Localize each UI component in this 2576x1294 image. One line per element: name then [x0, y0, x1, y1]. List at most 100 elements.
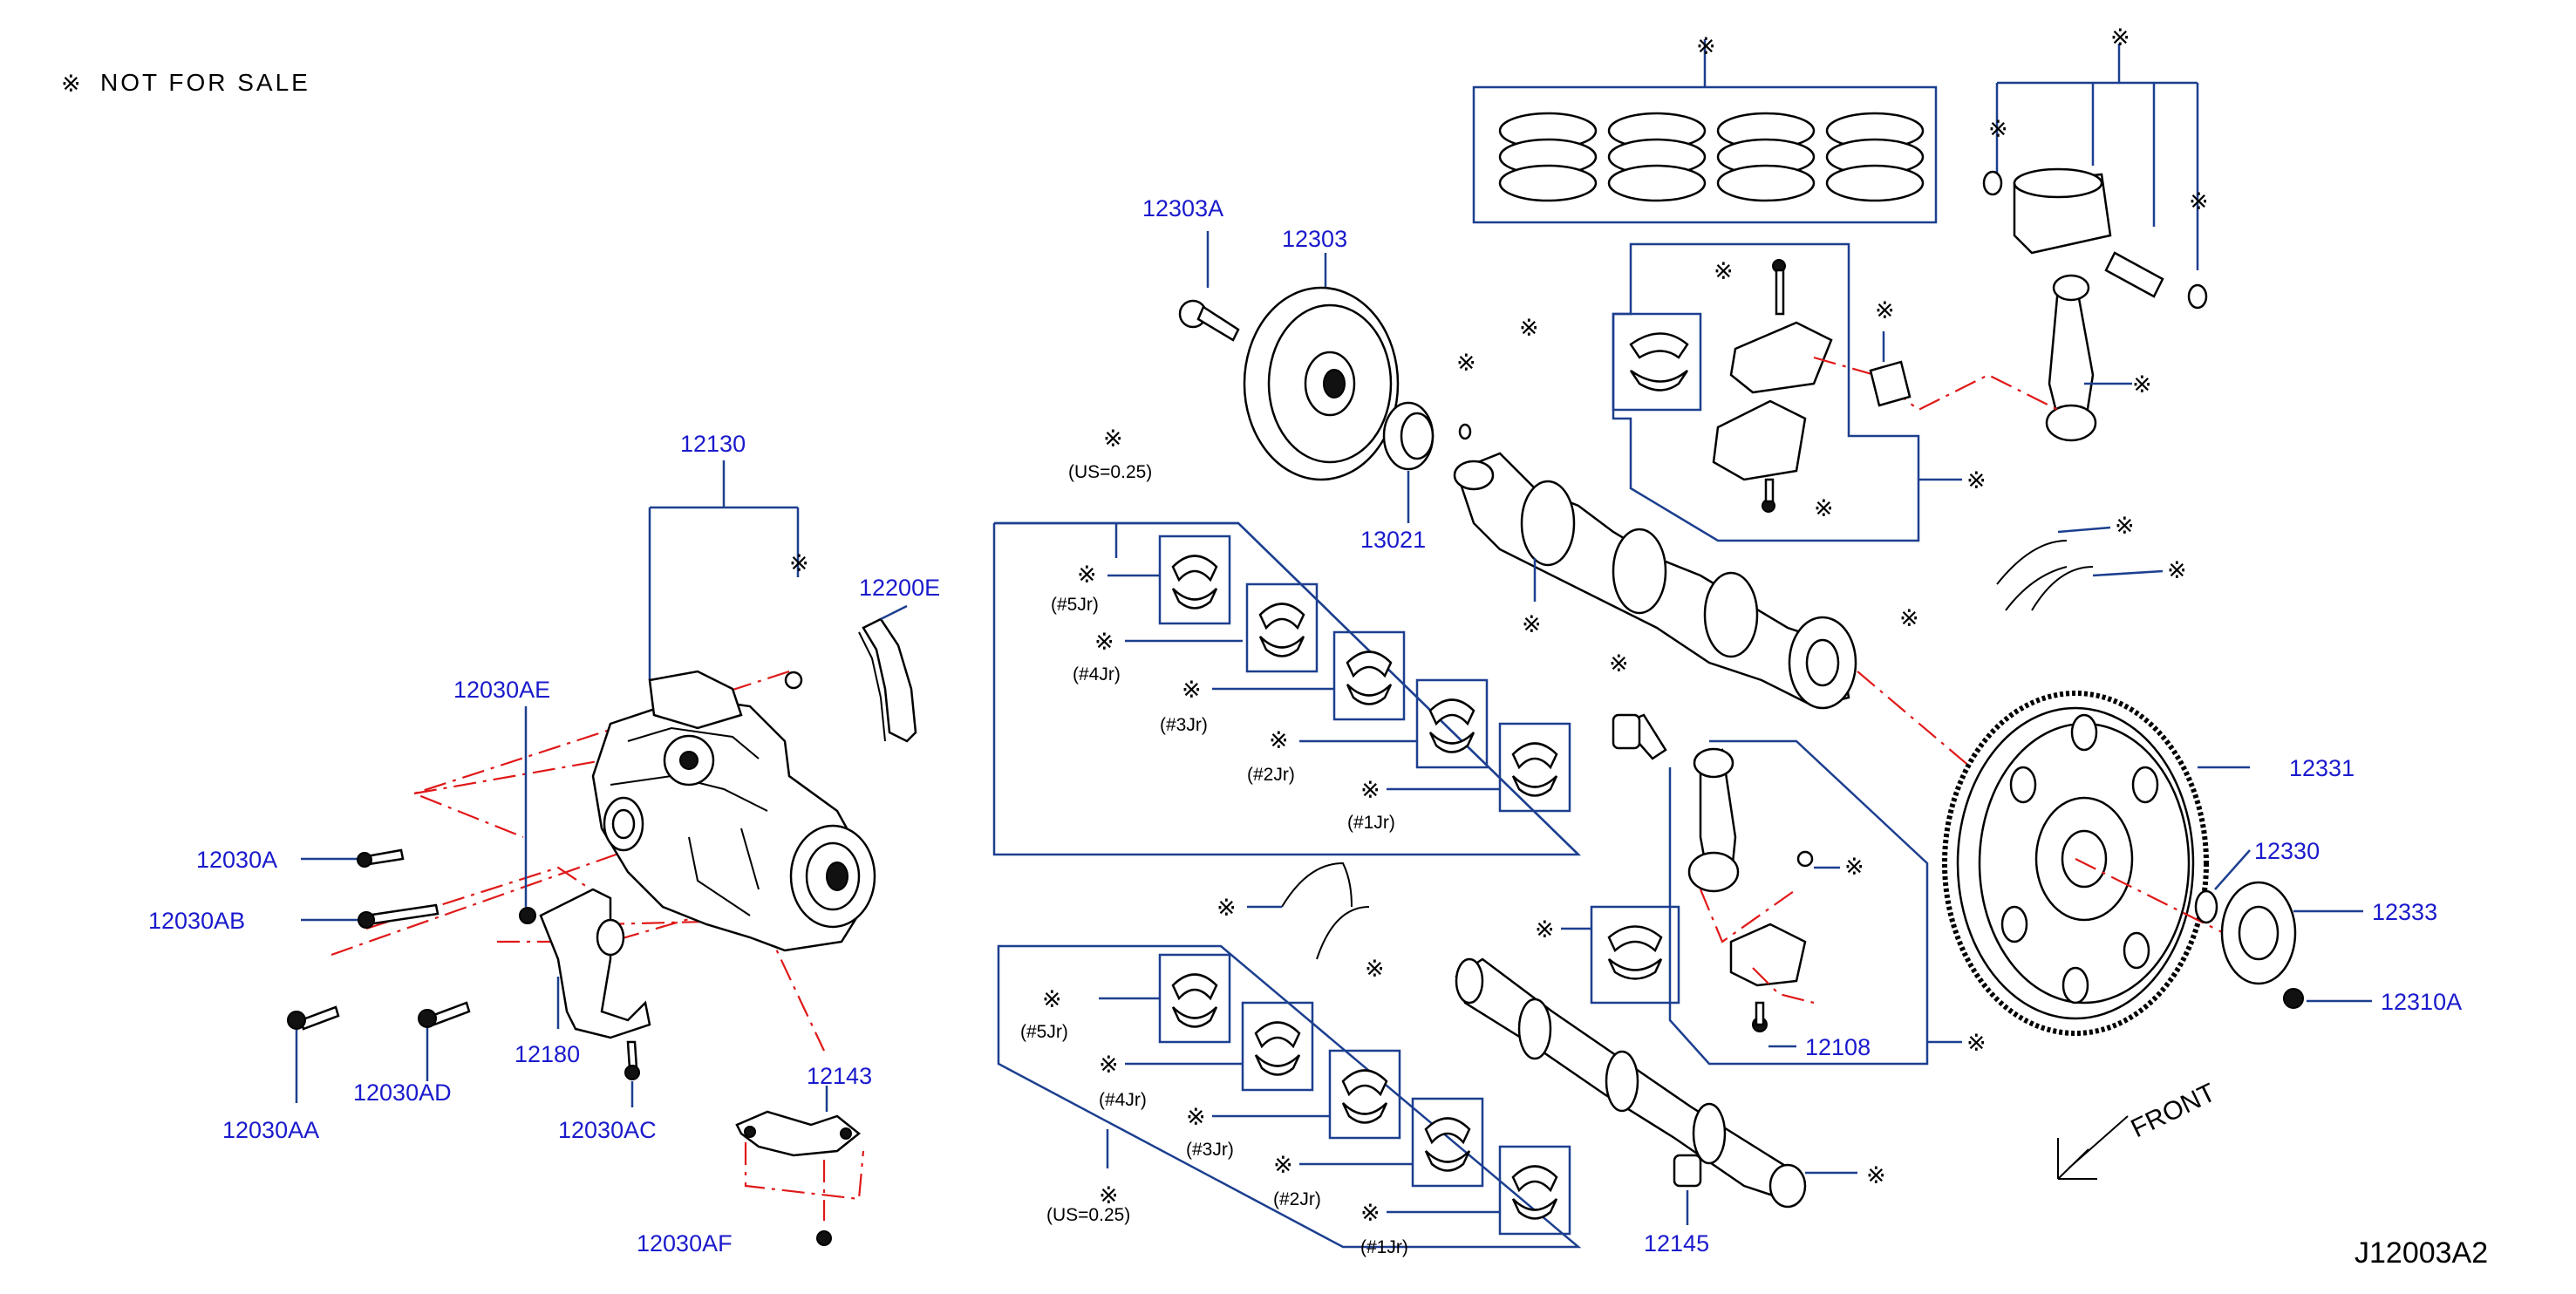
upper-jr5-label: (#5Jr) — [1051, 595, 1099, 615]
label-12030ad: 12030AD — [353, 1079, 452, 1106]
bearing-lower-1jr — [1387, 1145, 1571, 1236]
nfs-mark-lower-jr5: ※ — [1042, 986, 1062, 1013]
lower-jr5-label: (#5Jr) — [1020, 1022, 1068, 1042]
piston-assembly — [1982, 44, 2208, 442]
not-for-sale-mark: ※ — [61, 71, 81, 98]
label-12030ac: 12030AC — [558, 1117, 657, 1143]
nfs-mark-cap-bolt-lower: ※ — [1814, 495, 1834, 522]
nfs-mark-upper-bearing-set: ※ — [1103, 426, 1123, 453]
nfs-mark-crank-plug: ※ — [1899, 605, 1919, 632]
nfs-mark-crankshaft: ※ — [1522, 611, 1542, 638]
upper-jr4-label: (#4Jr) — [1073, 664, 1121, 684]
drive-plate-12331 — [1942, 691, 2250, 1036]
nfs-mark-lower-jr4: ※ — [1099, 1052, 1119, 1079]
label-12030af: 12030AF — [637, 1230, 733, 1257]
nfs-mark-dowel: ※ — [1844, 854, 1864, 881]
label-12143: 12143 — [807, 1063, 872, 1089]
label-12333: 12333 — [2372, 899, 2437, 925]
bearing-lower-5jr — [1099, 953, 1231, 1044]
bolt-12030aa — [287, 1005, 340, 1103]
bearing-upper-2jr — [1299, 678, 1489, 769]
label-12130: 12130 — [680, 431, 746, 457]
label-13021: 13021 — [1360, 527, 1426, 553]
bolt-12030ab — [301, 903, 440, 929]
bearing-upper-1jr — [1387, 722, 1571, 813]
nfs-mark-rings: ※ — [1696, 33, 1716, 60]
lower-jr4-label: (#4Jr) — [1099, 1090, 1147, 1110]
nfs-mark-piston-pin: ※ — [2189, 188, 2209, 215]
label-12330: 12330 — [2254, 838, 2320, 864]
label-12310a: 12310A — [2381, 989, 2462, 1015]
upper-jr1-label: (#1Jr) — [1347, 813, 1395, 833]
main-bearing-set-upper — [992, 521, 1582, 856]
diagram-id: J12003A2 — [2355, 1236, 2488, 1270]
label-12030a: 12030A — [196, 847, 277, 873]
nfs-mark-camshaft: ※ — [1866, 1162, 1886, 1189]
label-12108: 12108 — [1805, 1034, 1871, 1060]
crankshaft — [1453, 452, 1972, 768]
nfs-mark-bushing: ※ — [1875, 297, 1895, 324]
sprocket-13021 — [1382, 401, 1435, 523]
upper-jr2-label: (#2Jr) — [1247, 765, 1295, 785]
thrust-washers-upper — [1996, 526, 2164, 611]
lower-jr3-label: (#3Jr) — [1186, 1140, 1234, 1160]
nfs-mark-thrust-1: ※ — [2115, 513, 2135, 540]
bearing-lower-2jr — [1299, 1097, 1484, 1188]
bearing-upper-5jr — [1107, 535, 1231, 625]
nfs-mark-bushing-lower: ※ — [1609, 650, 1629, 678]
nfs-mark-upper-jr5: ※ — [1077, 562, 1097, 589]
lower-undersize-label: (US=0.25) — [1046, 1205, 1130, 1225]
nfs-mark-upper-jr1: ※ — [1360, 777, 1380, 804]
label-12030aa: 12030AA — [222, 1117, 319, 1143]
bearing-upper-4jr — [1125, 582, 1319, 673]
not-for-sale-notice: NOT FOR SALE — [100, 69, 310, 96]
label-12331: 12331 — [2289, 755, 2355, 781]
bearing-lower-3jr — [1212, 1049, 1401, 1140]
bolt-12310a — [2283, 988, 2372, 1009]
bearing-upper-3jr — [1212, 630, 1406, 721]
nfs-mark-bearing-upper: ※ — [1519, 315, 1539, 342]
label-12145: 12145 — [1644, 1230, 1709, 1257]
bearing-lower-4jr — [1125, 1001, 1314, 1092]
bolt-12030ae — [519, 706, 536, 924]
label-12303a: 12303A — [1142, 195, 1223, 221]
label-12200e: 12200E — [859, 575, 940, 601]
main-bearing-set-lower — [997, 944, 1582, 1249]
nfs-mark-piston: ※ — [2110, 24, 2130, 51]
nfs-mark-lower-jr2: ※ — [1273, 1152, 1293, 1179]
nfs-mark-cap-bolt: ※ — [1714, 258, 1734, 285]
bolt-12303a — [1178, 231, 1240, 342]
bolt-12030ac — [624, 1040, 640, 1107]
front-arrow-icon — [2057, 1115, 2129, 1180]
nfs-mark-conrod-lower: ※ — [1966, 1030, 1987, 1057]
label-12030ab: 12030AB — [148, 908, 245, 934]
bolt-12030a — [301, 848, 405, 868]
nfs-mark-upper-jr2: ※ — [1269, 727, 1289, 754]
nfs-mark-thrust-lower-1: ※ — [1216, 895, 1237, 922]
spacer-12330 — [2194, 849, 2251, 924]
upper-undersize-label: (US=0.25) — [1068, 462, 1152, 482]
gasket-12200e — [858, 604, 917, 743]
label-12180: 12180 — [515, 1041, 580, 1067]
nfs-mark-upper-jr4: ※ — [1094, 629, 1114, 656]
piston-rings-set — [1472, 39, 1938, 224]
label-12030ae: 12030AE — [453, 677, 550, 703]
upper-jr3-label: (#3Jr) — [1160, 715, 1208, 735]
crank-pulley-12303 — [1243, 253, 1400, 481]
nfs-mark-oil-pump-ball: ※ — [789, 550, 809, 577]
nfs-mark-conrod: ※ — [2132, 371, 2152, 398]
nfs-mark-lower-bearing-set: ※ — [1099, 1182, 1119, 1209]
bracket-12180 — [539, 888, 651, 1039]
lower-jr2-label: (#2Jr) — [1273, 1189, 1321, 1209]
nfs-mark-upper-jr3: ※ — [1182, 677, 1202, 704]
bolt-12030ad — [418, 1001, 471, 1081]
key-mark — [1458, 423, 1472, 440]
nfs-mark-lower-jr1: ※ — [1360, 1200, 1380, 1227]
front-label: FRONT — [2127, 1078, 2220, 1143]
nfs-mark-piston-ring: ※ — [1988, 116, 2008, 143]
nfs-mark-conrod-assy: ※ — [1966, 467, 1987, 494]
label-12303: 12303 — [1282, 226, 1347, 252]
conrod-cap-upper — [1612, 242, 2059, 542]
thrust-washers-lower — [1247, 862, 1370, 960]
